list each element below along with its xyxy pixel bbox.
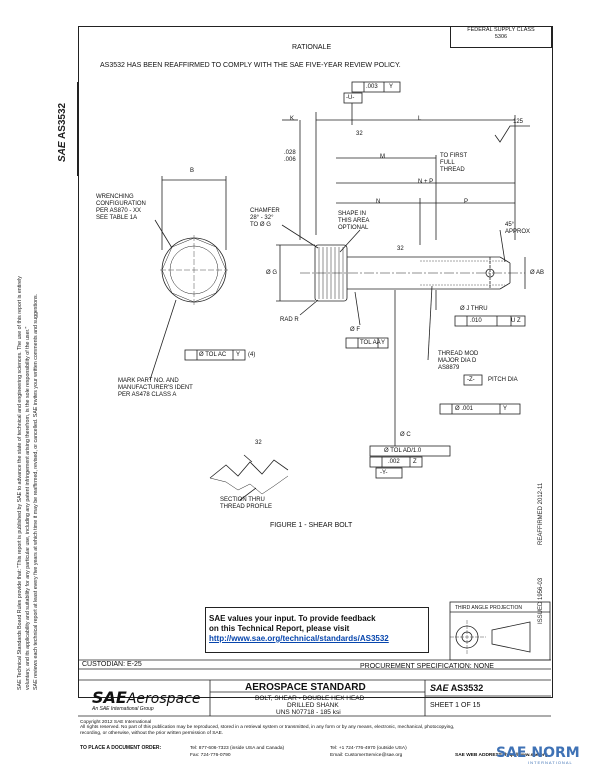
dim-m: M (380, 154, 385, 160)
feedback-line-1: SAE values your input. To provide feedba… (209, 614, 376, 623)
copyright: Copyright 2012 SAE International (80, 720, 152, 725)
rationale-text: AS3532 HAS BEEN REAFFIRMED TO COMPLY WIT… (100, 62, 401, 69)
custodian: CUSTODIAN: E-25 (82, 661, 142, 668)
tel-inside: Tel: 877-606-7323 (inside USA and Canada… (190, 746, 285, 751)
email: Email: CustomerService@sae.org (330, 753, 403, 758)
dim-k: K (290, 116, 295, 122)
dim-ab: Ø AB (530, 270, 545, 276)
dim-028-006: .028 .006 (284, 150, 296, 163)
top-fcf-ref: Y (389, 84, 394, 90)
logo-aerospace-text: Aerospace (126, 691, 201, 707)
dim-p: P (464, 199, 469, 205)
datum-u: -U- (346, 95, 355, 101)
dim-l: L (418, 116, 422, 122)
to-first-full-thread: TO FIRST FULL THREAD (440, 153, 468, 173)
datum-z: -Z- (467, 377, 475, 383)
fcf-001: Ø .001 (455, 406, 474, 412)
shape-note: SHAPE IN THIS AREA OPTIONAL (338, 211, 370, 231)
pitch-dia: PITCH DIA (488, 377, 518, 383)
top-fcf-value: .003 (366, 84, 378, 90)
rationale-title: RATIONALE (292, 44, 332, 51)
dim-j-thru: Ø J THRU (460, 306, 488, 312)
tel-outside: Tel: +1 724-776-4970 (outside USA) (330, 746, 407, 751)
fcf-002: .002 (388, 459, 400, 465)
doc-sae: SAE (430, 683, 449, 693)
procurement-spec: PROCUREMENT SPECIFICATION: NONE (360, 663, 494, 670)
fcf-j-value: .010 (470, 318, 482, 324)
dim-f: Ø F (350, 327, 360, 333)
tol-ac-ref: Y (236, 352, 241, 358)
chamfer-note: CHAMFER 28° - 32° TO Ø G (250, 208, 280, 228)
mark-note: MARK PART NO. AND MANUFACTURER'S IDENT P… (118, 378, 193, 398)
feedback-line-2: on this Technical Report, please visit (209, 624, 350, 633)
description-line-3: UNS N07718 - 185 ksi (276, 709, 341, 716)
federal-supply-class: FEDERAL SUPPLY CLASS 5306 (450, 26, 552, 48)
dim-c: Ø C (400, 432, 411, 438)
datum-y: -Y- (380, 470, 388, 476)
tol-ad: Ø TOL AD/1.0 (384, 448, 422, 454)
fcf-j-refs: U Z (511, 318, 521, 324)
dim-n-p: N + P (418, 179, 434, 185)
rights-statement: All rights reserved. No part of this pub… (80, 725, 455, 736)
fcf-001-refs: Y (503, 406, 508, 412)
doc-number-block: SAE AS3532 (430, 683, 483, 693)
tol-aa: TOL AA (360, 340, 381, 346)
drawing-frame (78, 26, 553, 698)
angle-45-note: 45° APPROX (505, 222, 531, 235)
fax: Fax: 724-776-0790 (190, 753, 231, 758)
logo-subtitle: An SAE International Group (92, 706, 154, 712)
dim-n: N (376, 199, 381, 205)
description-line-2: DRILLED SHANK (287, 702, 339, 709)
sheet-number: SHEET 1 OF 15 (430, 702, 481, 709)
logo-sae-text: SAE (92, 688, 127, 707)
section-note: SECTION THRU THREAD PROFILE (220, 497, 273, 510)
description-line-1: BOLT, SHEAR - DOUBLE HEX HEAD (255, 695, 365, 702)
figure-caption: FIGURE 1 - SHEAR BOLT (270, 522, 353, 529)
finish-125: 125 (513, 119, 524, 125)
web-address[interactable]: SAE WEB ADDRESS: http://www.sae.org (455, 753, 548, 758)
tol-aa-ref: Y (381, 340, 386, 346)
tol-ac: Ø TOL AC (199, 352, 227, 358)
sae-norm-watermark-sub: INTERNATIONAL (528, 760, 573, 765)
thread-note: THREAD MOD MAJOR DIA D AS8879 (438, 351, 479, 371)
dim-g: Ø G (266, 270, 278, 276)
angle-32-section: 32 (255, 440, 262, 446)
wrenching-note: WRENCHING CONFIGURATION PER AS870 - XX S… (96, 194, 146, 221)
tol-ac-modifier: (4) (248, 352, 256, 358)
feedback-link[interactable]: http://www.sae.org/technical/standards/A… (209, 634, 389, 643)
third-angle-label: THIRD ANGLE PROJECTION (455, 605, 522, 611)
sae-norm-watermark: SAE NORM (496, 745, 580, 761)
standard-title: AEROSPACE STANDARD (245, 682, 366, 693)
order-label: TO PLACE A DOCUMENT ORDER: (80, 745, 162, 751)
fcf-002-ref: Z (413, 459, 417, 465)
feedback-box: SAE values your input. To provide feedba… (205, 607, 429, 653)
sae-aerospace-logo: SAEAerospace An SAE International Group (92, 688, 200, 712)
angle-32-top: 32 (356, 131, 363, 137)
doc-number-strip (51, 82, 78, 176)
doc-number: AS3532 (450, 683, 484, 693)
dim-b: B (190, 168, 195, 174)
rad-r: RAD R (280, 317, 299, 323)
angle-32-mid: 32 (397, 246, 404, 252)
